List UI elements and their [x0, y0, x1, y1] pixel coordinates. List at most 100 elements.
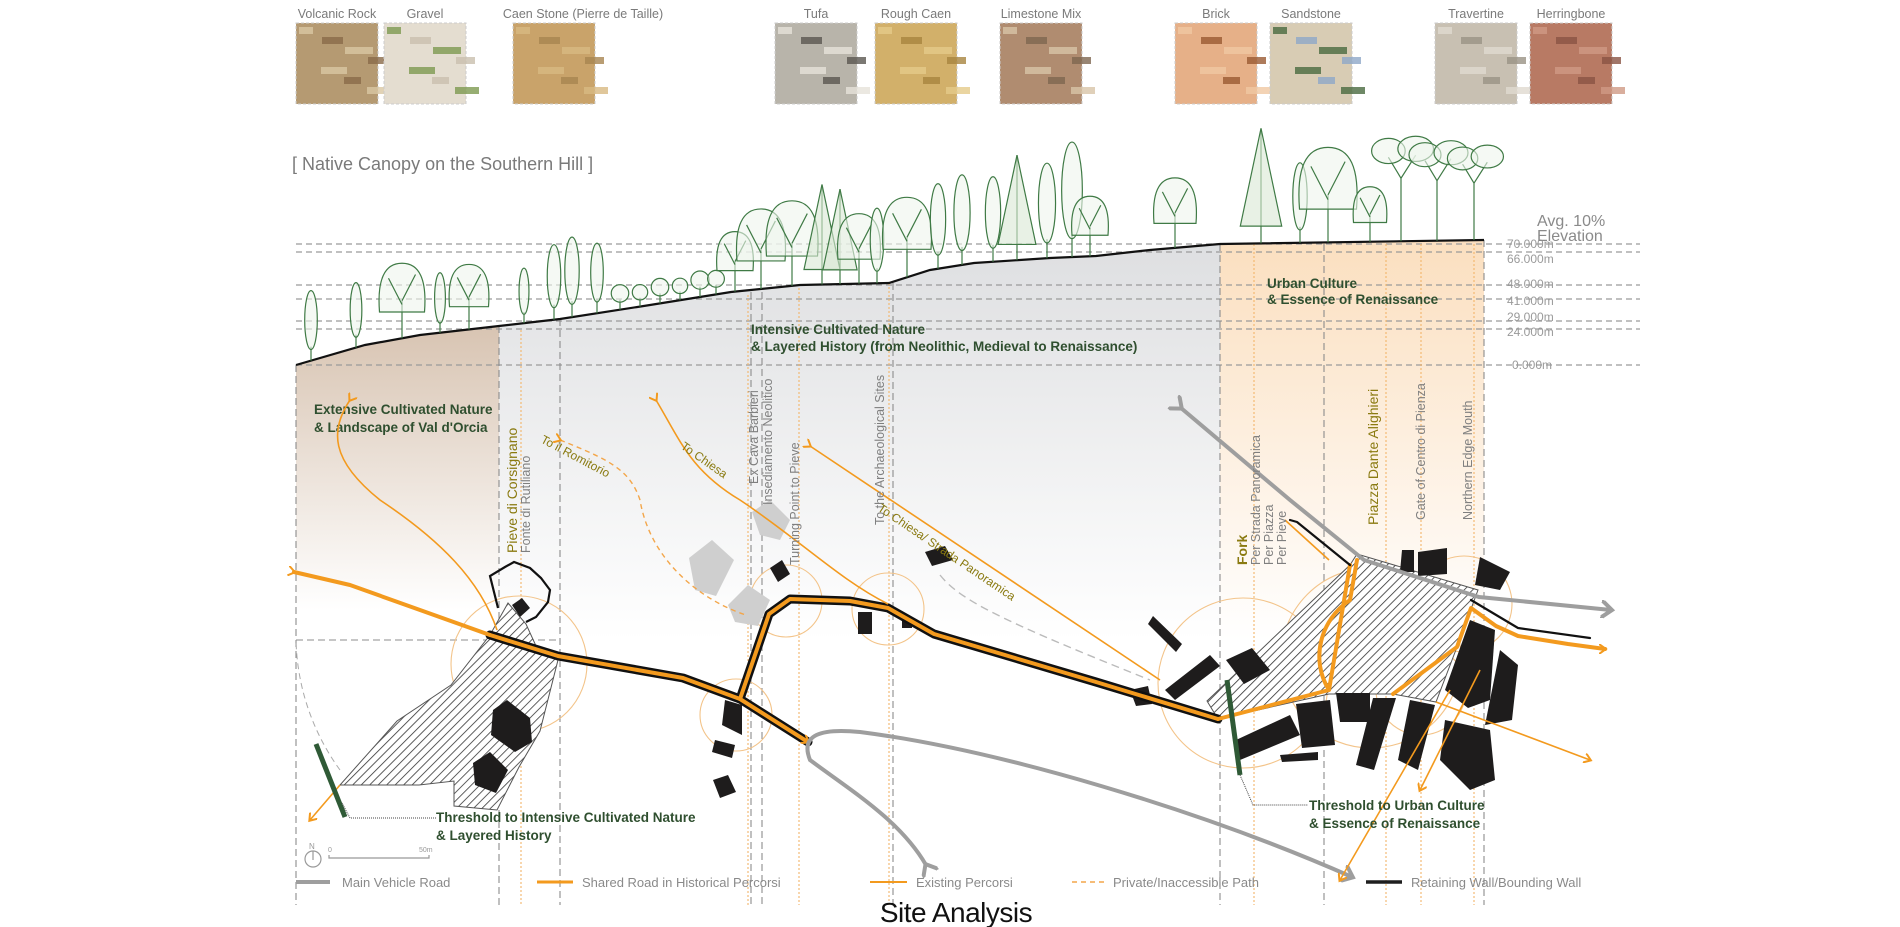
material-texture	[367, 87, 391, 94]
elevation-note: Elevation	[1537, 228, 1603, 245]
private-path	[939, 574, 1151, 681]
label-per-pieve: Per Pieve	[1275, 511, 1289, 565]
legend-existing-percorsi: Existing Percorsi	[870, 875, 1013, 890]
material-texture	[516, 27, 530, 34]
material-swatch: Volcanic Rock	[295, 7, 391, 105]
material-swatch-image	[512, 22, 596, 105]
material-label: Travertine	[1448, 7, 1504, 21]
tree-icon	[1298, 146, 1358, 243]
tree-icon	[349, 282, 363, 348]
material-texture	[1578, 77, 1595, 84]
tree-canopy	[304, 128, 1505, 361]
legend: Main Vehicle Road Shared Road in Histori…	[296, 875, 1581, 890]
material-texture	[1003, 27, 1017, 34]
tree-icon	[590, 242, 604, 314]
scale-end: 50m	[419, 847, 433, 854]
tree-icon	[650, 277, 670, 304]
material-swatch: Herringbone	[1529, 7, 1625, 105]
material-texture	[387, 27, 401, 34]
label-per-piazza: Per Piazza	[1262, 505, 1276, 565]
material-texture	[847, 57, 866, 64]
material-texture	[778, 27, 792, 34]
svg-text:Existing Percorsi: Existing Percorsi	[916, 875, 1013, 890]
tree-icon	[518, 267, 530, 324]
material-swatch: Sandstone	[1269, 7, 1365, 105]
material-texture	[1071, 87, 1095, 94]
svg-text:Shared Road in Historical Perc: Shared Road in Historical Percorsi	[582, 875, 781, 890]
material-texture	[539, 37, 560, 44]
material-texture	[1483, 77, 1500, 84]
label-turning-point: Turning Point to Pieve	[788, 442, 802, 565]
region-label-urban: & Essence of Renaissance	[1267, 292, 1439, 307]
material-texture	[1533, 27, 1547, 34]
material-texture	[345, 47, 373, 54]
tree-icon	[1446, 144, 1505, 241]
scale-start: 0	[328, 847, 332, 854]
legend-shared-road: Shared Road in Historical Percorsi	[537, 875, 781, 890]
material-texture	[1223, 77, 1240, 84]
material-label: Caen Stone (Pierre de Taille)	[503, 7, 663, 21]
material-texture	[455, 87, 479, 94]
elevation-label: 66.000m	[1507, 252, 1554, 266]
elevation-label: 0.000m	[1512, 358, 1552, 372]
private-path	[560, 440, 747, 616]
tree-icon	[984, 176, 1002, 262]
material-texture	[1025, 67, 1051, 74]
tree-icon	[690, 270, 710, 297]
label-archaeological-sites: To the Archaeological Sites	[873, 375, 887, 525]
material-texture	[432, 77, 449, 84]
scale-bar: 0 50m	[328, 847, 433, 859]
boundary-arc	[295, 639, 341, 771]
material-texture	[823, 77, 840, 84]
material-texture	[946, 87, 970, 94]
tree-icon	[869, 207, 885, 284]
material-texture	[1224, 47, 1252, 54]
region-extensive-fill	[296, 326, 499, 610]
material-texture	[1273, 27, 1287, 34]
material-texture	[1201, 37, 1222, 44]
material-texture	[1556, 37, 1577, 44]
material-texture	[1438, 27, 1452, 34]
material-swatch-image	[1269, 22, 1353, 105]
material-swatch-image	[383, 22, 467, 105]
svg-text:Main Vehicle Road: Main Vehicle Road	[342, 875, 450, 890]
material-texture	[1319, 47, 1347, 54]
tree-icon	[929, 183, 947, 269]
material-texture	[538, 67, 564, 74]
material-label: Herringbone	[1537, 7, 1606, 21]
material-swatch: Brick	[1174, 7, 1270, 105]
tree-icon	[631, 283, 649, 307]
material-texture	[800, 67, 826, 74]
material-label: Sandstone	[1281, 7, 1341, 21]
tree-icon	[546, 244, 562, 320]
material-swatch-image	[874, 22, 958, 105]
material-texture	[1295, 67, 1321, 74]
material-texture	[368, 57, 387, 64]
material-texture	[1460, 67, 1486, 74]
existing-percorsi	[310, 400, 1590, 880]
material-swatch: Rough Caen	[874, 7, 970, 105]
material-texture	[1484, 47, 1512, 54]
material-texture	[900, 67, 926, 74]
material-texture	[1048, 77, 1065, 84]
tree-icon	[953, 174, 971, 265]
threshold-label-intensive: Threshold to Intensive Cultivated Nature	[436, 810, 696, 825]
material-swatch-image	[1529, 22, 1613, 105]
threshold-marker-intensive	[313, 743, 348, 818]
material-texture	[923, 77, 940, 84]
region-label-extensive: Extensive Cultivated Nature	[314, 402, 493, 417]
material-texture	[1178, 27, 1192, 34]
material-label: Volcanic Rock	[298, 7, 377, 21]
tree-icon	[1037, 162, 1057, 259]
material-label: Brick	[1202, 7, 1231, 21]
material-texture	[433, 47, 461, 54]
material-texture	[562, 47, 590, 54]
material-texture	[1072, 57, 1091, 64]
material-texture	[947, 57, 966, 64]
svg-text:Retaining Wall/Bounding Wall: Retaining Wall/Bounding Wall	[1411, 875, 1581, 890]
material-texture	[824, 47, 852, 54]
threshold-leader	[341, 802, 436, 819]
tree-icon	[1071, 195, 1109, 257]
material-texture	[456, 57, 475, 64]
material-texture	[409, 67, 435, 74]
